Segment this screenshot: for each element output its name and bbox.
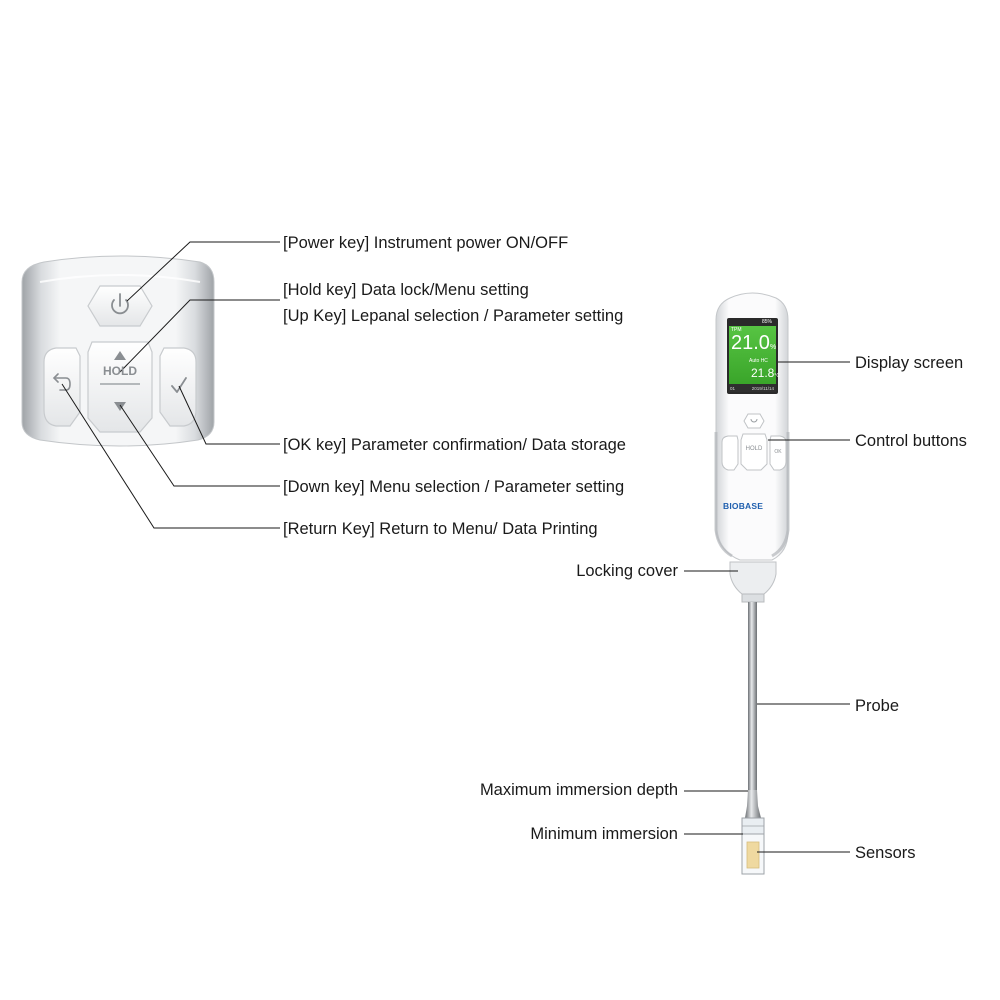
ok-key[interactable] bbox=[159, 347, 197, 427]
callout-power-key: [Power key] Instrument power ON/OFF bbox=[283, 234, 569, 252]
device-ok-key[interactable] bbox=[769, 435, 787, 471]
device-power-key[interactable] bbox=[743, 413, 765, 429]
display-screen bbox=[727, 318, 778, 394]
callout-hold-key: [Hold key] Data lock/Menu setting bbox=[283, 281, 529, 299]
callout-control-buttons: Control buttons bbox=[855, 432, 967, 450]
leader-hold bbox=[119, 299, 280, 373]
callout-ok-key: [OK key] Parameter confirmation/ Data st… bbox=[283, 436, 626, 454]
callout-locking-cover: Locking cover bbox=[576, 562, 678, 580]
device-ok-label: OK bbox=[774, 449, 782, 455]
screen-main-unit: % bbox=[769, 344, 777, 351]
screen-mode-auto: Auto bbox=[749, 358, 760, 364]
brand-logo: BIOBASE bbox=[723, 501, 764, 511]
return-arrow-icon bbox=[52, 373, 71, 391]
callout-min-immersion: Minimum immersion bbox=[530, 825, 678, 843]
down-arrow-icon bbox=[114, 402, 126, 411]
screen-main-number: 21.0 bbox=[731, 332, 770, 354]
screen-mode: Auto HC bbox=[749, 358, 768, 364]
device-control-buttons bbox=[721, 413, 787, 471]
leader-return bbox=[61, 383, 280, 529]
hold-key[interactable] bbox=[87, 341, 153, 433]
callout-probe: Probe bbox=[855, 697, 900, 715]
probe-shaft bbox=[748, 602, 757, 790]
tester-device bbox=[714, 292, 790, 875]
screen-top-bar: 85% bbox=[729, 319, 776, 326]
callout-return-key: [Return Key] Return to Menu/ Data Printi… bbox=[283, 520, 598, 538]
leader-down bbox=[119, 404, 280, 487]
screen-secondary-value: 21.8°C bbox=[751, 366, 780, 383]
probe-taper bbox=[745, 790, 761, 818]
callout-max-immersion: Maximum immersion depth bbox=[479, 781, 678, 799]
device-return-key[interactable] bbox=[721, 435, 739, 471]
up-arrow-icon bbox=[114, 351, 126, 360]
power-key[interactable] bbox=[87, 285, 153, 327]
screen-footer-left: 01 bbox=[730, 386, 736, 391]
screen-mode-hc: HC bbox=[760, 358, 768, 364]
power-icon bbox=[111, 293, 129, 315]
return-key[interactable] bbox=[43, 347, 81, 427]
keypad-closeup bbox=[21, 255, 215, 447]
sensor-element bbox=[746, 841, 760, 869]
leader-power bbox=[126, 241, 280, 302]
check-icon bbox=[171, 377, 187, 393]
sensor-housing bbox=[741, 817, 765, 875]
device-hold-key[interactable] bbox=[740, 433, 768, 471]
locking-cover bbox=[729, 561, 777, 595]
leader-lines bbox=[61, 241, 850, 853]
callout-up-key: [Up Key] Lepanal selection / Parameter s… bbox=[283, 307, 624, 325]
device-hold-label: HOLD bbox=[745, 446, 763, 452]
screen-unit-tpm: TPM bbox=[731, 327, 742, 333]
callout-down-key: [Down key] Menu selection / Parameter se… bbox=[283, 478, 625, 496]
screen-battery: 85% bbox=[761, 319, 772, 325]
callout-display-screen: Display screen bbox=[855, 354, 964, 372]
screen-footer: 01 2019/11/14 bbox=[730, 385, 775, 392]
screen-temp-number: 21.8 bbox=[751, 366, 775, 380]
screen-temp-unit: °C bbox=[774, 373, 780, 379]
screen-main-value: 21.0% bbox=[731, 332, 776, 359]
callout-sensors: Sensors bbox=[855, 844, 916, 862]
screen-footer-date: 2019/11/14 bbox=[751, 386, 774, 391]
keypad-hold-label: HOLD bbox=[103, 364, 137, 378]
leader-ok bbox=[178, 385, 280, 445]
